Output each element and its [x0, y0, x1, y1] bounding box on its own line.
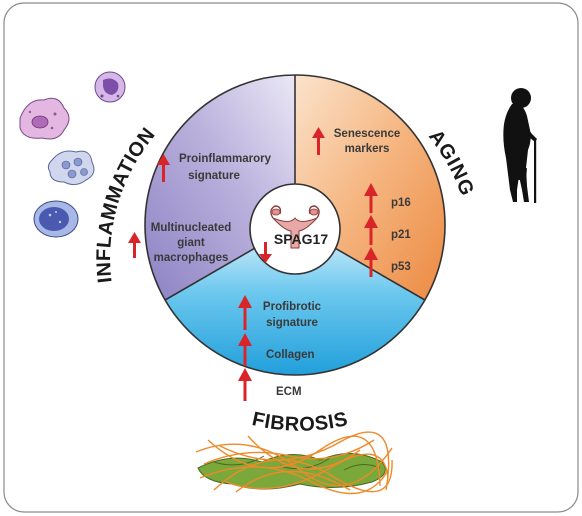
fibrosis-sector: [165, 225, 425, 375]
svg-text:p16: p16: [391, 197, 411, 209]
aging-item-1: Senescence markers: [312, 127, 400, 155]
elderly-person-icon: [503, 88, 537, 203]
svg-text:signature: signature: [188, 170, 240, 182]
up-arrow-icon: [364, 247, 378, 277]
svg-text:p21: p21: [391, 229, 411, 241]
fibrosis-item-1: Profibrotic signature: [238, 295, 322, 330]
center-label: SPAG17: [274, 231, 328, 247]
monocyte-icon: [94, 71, 126, 103]
svg-text:giant: giant: [177, 237, 205, 249]
svg-text:Collagen: Collagen: [266, 349, 315, 361]
up-arrow-icon: [364, 183, 378, 213]
uterus-icon: [270, 205, 320, 249]
up-arrow-icon: [364, 215, 378, 245]
aging-item-2: p16: [364, 183, 411, 213]
svg-text:ECM: ECM: [276, 386, 302, 398]
svg-text:p53: p53: [391, 261, 411, 273]
svg-text:Multinucleated: Multinucleated: [151, 222, 232, 234]
up-arrow-icon: [157, 154, 170, 182]
center-down-arrow: [259, 242, 272, 263]
multinucleated-cell-icon: [47, 150, 95, 186]
fibrotic-tissue-illustration: [195, 431, 393, 495]
inflammation-item-2: Multinucleated giant macrophages: [128, 222, 231, 264]
up-arrow-icon: [238, 295, 252, 330]
aging-item-3: p21: [364, 215, 411, 245]
up-arrow-icon: [312, 127, 325, 155]
aging-item-4: p53: [364, 247, 411, 277]
up-arrow-icon: [238, 333, 252, 366]
up-arrow-icon: [128, 232, 141, 258]
fibrosis-item-3: ECM: [238, 368, 302, 401]
inflammation-item-1: Proinflammarory signature: [157, 153, 272, 182]
immune-cells-illustration: [19, 71, 126, 238]
fibrosis-item-2: Collagen: [238, 333, 315, 366]
macrophage-icon: [19, 97, 70, 140]
svg-text:Senescence: Senescence: [334, 128, 401, 140]
svg-text:Proinflammarory: Proinflammarory: [179, 153, 272, 165]
svg-text:signature: signature: [266, 317, 318, 329]
svg-text:markers: markers: [345, 143, 390, 155]
central-circle: [144, 74, 446, 376]
svg-text:macrophages: macrophages: [154, 252, 229, 264]
lymphocyte-icon: [33, 200, 79, 238]
svg-text:Profibrotic: Profibrotic: [263, 301, 322, 313]
up-arrow-icon: [238, 368, 252, 401]
